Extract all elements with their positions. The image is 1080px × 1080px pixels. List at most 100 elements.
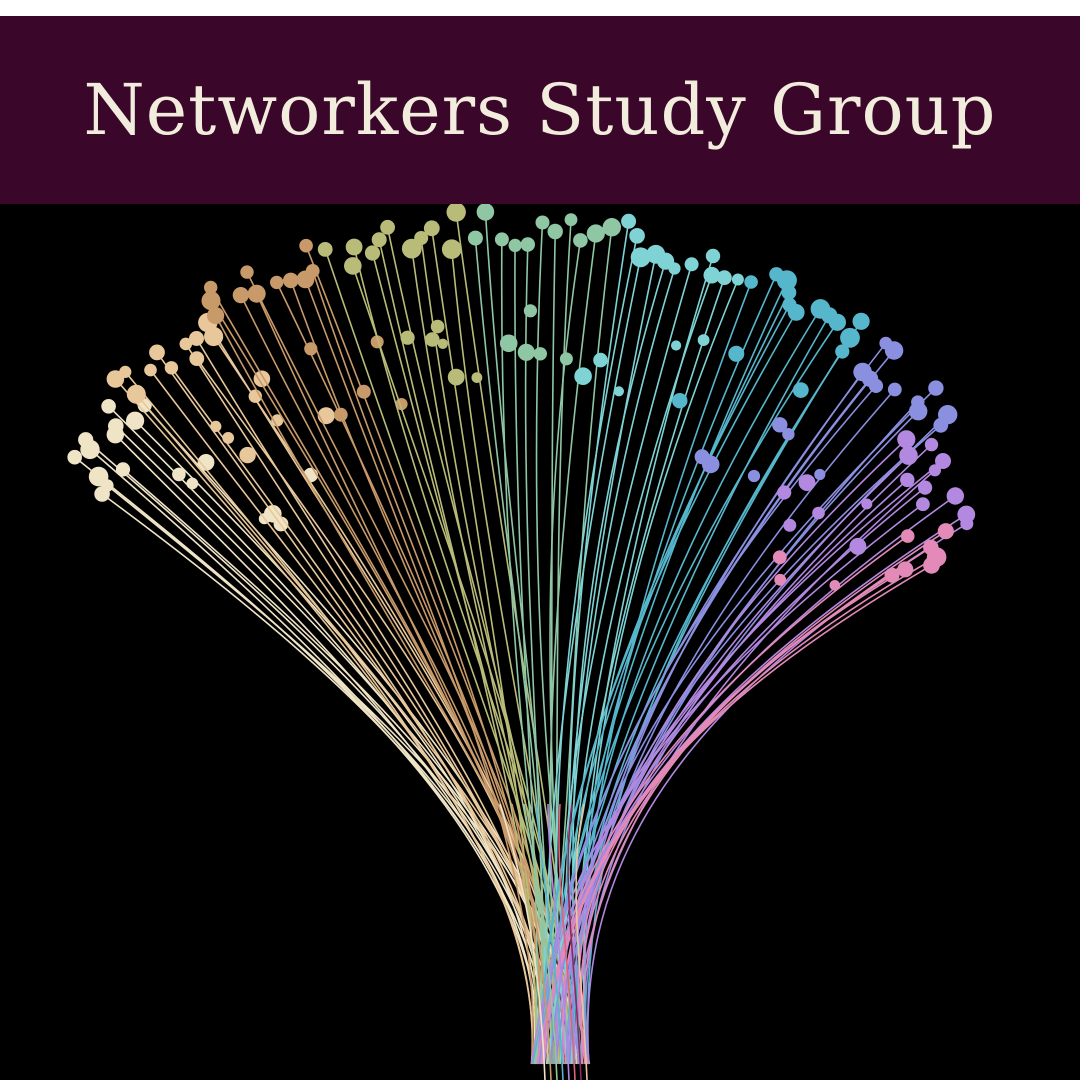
neuron-branch [542, 535, 909, 1065]
neuron-node [935, 453, 951, 469]
neuron-node [840, 327, 860, 348]
neuron-node [101, 399, 116, 414]
neuron-node [247, 284, 266, 303]
neuron-node [317, 407, 335, 425]
neuron-node [197, 454, 215, 471]
neuron-node [900, 529, 915, 543]
neuron-branch [411, 248, 552, 1065]
neuron-node [144, 363, 157, 377]
neuron-node [423, 220, 440, 237]
neuron-node [189, 331, 204, 346]
neuron-branch [573, 469, 936, 1065]
neuron-node [535, 215, 550, 230]
neuron-branch [124, 371, 534, 1065]
neuron-node [835, 344, 850, 359]
neuron-branch [352, 265, 569, 1065]
neuron-node [305, 264, 320, 278]
neuron-node [126, 384, 146, 404]
neuron-node [772, 417, 788, 433]
neuron-node [728, 345, 745, 362]
neuron-node [441, 239, 462, 259]
neuron-branch [246, 271, 557, 1065]
neuron-node [717, 270, 732, 286]
neuron-node [630, 247, 651, 268]
neuron-node [240, 265, 254, 279]
neuron-node [703, 266, 721, 284]
page-title: Networkers Study Group [83, 69, 997, 151]
neuron-branch [304, 279, 534, 1065]
neuron-node [792, 382, 809, 398]
neuron-node [425, 332, 440, 347]
neuron-node [747, 469, 761, 483]
neuron-node [868, 378, 884, 393]
neuron-node [928, 380, 944, 396]
neuron-node [364, 245, 381, 261]
neuron-node [371, 232, 387, 248]
top-margin [0, 0, 1080, 16]
neuron-branch [571, 387, 937, 1065]
neuron-node [67, 449, 82, 465]
neuron-node [380, 219, 395, 235]
neuron-node [861, 498, 873, 510]
neuron-branch [210, 300, 561, 1065]
neuron-node [918, 480, 933, 495]
neuron-branch [134, 420, 540, 1065]
neuron-node [186, 477, 199, 490]
neuron-node [744, 275, 758, 289]
neuron-node [672, 393, 688, 409]
neuron-node [499, 334, 518, 353]
neuron-node [299, 238, 313, 253]
neuron-branch [580, 574, 893, 1065]
neuron-branch [430, 228, 537, 1065]
neuron-node [586, 224, 605, 243]
brain-stem-fiber [523, 803, 558, 1080]
neuron-node [783, 518, 797, 532]
neuron-branch [562, 564, 932, 1065]
neuron-node [564, 213, 578, 227]
neuron-node [668, 262, 681, 275]
neuron-node [923, 556, 940, 574]
neuron-node [781, 285, 797, 300]
neuron-node [108, 418, 124, 434]
brain-stem-fiber [535, 803, 564, 1080]
neuron-node [828, 313, 847, 331]
neuron-branch [209, 287, 544, 1065]
neuron-node [602, 218, 621, 237]
neuron-node [508, 238, 522, 252]
neuron-node [960, 517, 974, 531]
neuron-node [852, 312, 870, 330]
neuron-node [573, 233, 588, 248]
neuron-branch [539, 385, 877, 1065]
neuron-node [933, 417, 949, 433]
neuron-node [172, 467, 186, 482]
neuron-node [547, 223, 563, 240]
neuron-node [787, 304, 805, 321]
neuron-node [207, 307, 225, 325]
neuron-branch [207, 322, 573, 1065]
neuron-node [887, 382, 902, 397]
neuron-branch [568, 388, 896, 1065]
neuron-node [239, 446, 256, 464]
neuron-node [78, 432, 94, 448]
neuron-node [946, 487, 964, 505]
neuron-node [401, 238, 422, 259]
neuron-node [812, 506, 825, 520]
neuron-node [447, 368, 465, 386]
neuron-node [232, 287, 249, 304]
neuron-node [798, 474, 816, 491]
brain-stem-fiber [575, 803, 588, 1080]
neuron-node [897, 561, 914, 578]
neuron-node [345, 238, 363, 256]
neuron-node [777, 485, 792, 500]
neuron-branch [537, 503, 924, 1065]
neuron-node [119, 365, 132, 378]
brain-stem-fiber [511, 803, 552, 1080]
neuron-node [613, 386, 625, 397]
neuron-node [559, 352, 573, 366]
neuron-node [671, 340, 682, 351]
neuron-node [317, 242, 333, 257]
brain-stem-fiber [567, 803, 582, 1080]
neuron-node [476, 204, 495, 221]
neuron-node [924, 437, 939, 452]
neuron-node [520, 237, 535, 252]
